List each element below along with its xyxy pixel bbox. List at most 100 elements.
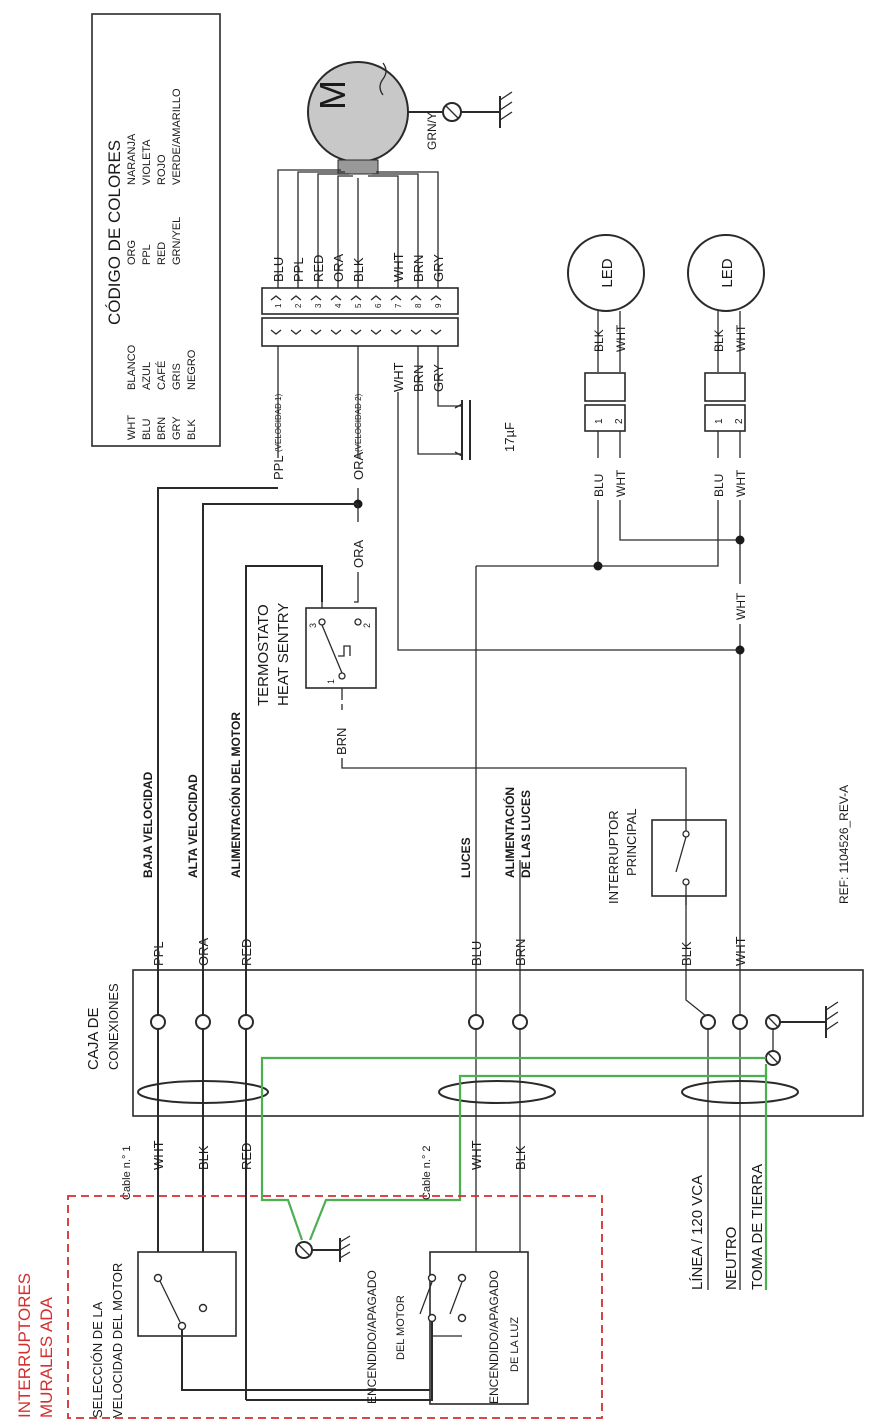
thermostat: 3 2 1 TERMOSTATO HEAT SENTRY	[255, 602, 377, 706]
cable-1-red: RED	[239, 1143, 254, 1170]
brn-to-switch: BRN	[334, 728, 349, 755]
led-pin: 1	[594, 418, 605, 424]
cable-1-wht: WHT	[151, 1140, 166, 1170]
legend-meaning: BLANCO	[126, 344, 138, 390]
main-switch: INTERRUPTOR PRINCIPAL	[606, 800, 727, 905]
cable-2-wht: WHT	[469, 1140, 484, 1170]
led-blk: BLK	[592, 329, 606, 352]
led-blu: BLU	[592, 474, 606, 497]
motor-symbol: M	[312, 80, 353, 110]
motor-onoff-line2: DEL MOTOR	[395, 1295, 407, 1360]
pin-number: 6	[374, 303, 383, 308]
cable-labels: Cable n.° 1 WHT BLK RED Cable n.° 2 WHT …	[121, 1140, 528, 1200]
led-pin: 2	[614, 418, 625, 424]
led-label: LED	[599, 258, 616, 287]
terminal-strip: BLU PPL RED ORA BLK WHT BRN GRY 1 2 3 4 …	[261, 252, 459, 480]
pin-number: 8	[414, 303, 423, 308]
legend-frame	[91, 13, 221, 447]
cable-2-sheath	[438, 1080, 556, 1104]
lead-label: RED	[311, 255, 326, 282]
legend-meaning: AZUL	[141, 362, 153, 390]
thermostat-line2: HEAT SENTRY	[275, 603, 292, 706]
pin-number: 2	[294, 303, 303, 308]
label-high-speed: ALTA VELOCIDAD	[186, 774, 200, 878]
legend-meaning: GRIS	[171, 363, 183, 390]
reference-number: REF: 1104526_REV-A	[837, 785, 851, 904]
label-lights-power-2: DE LAS LUCES	[519, 790, 533, 878]
led-label: LED	[719, 258, 736, 287]
capacitor-value: 17µF	[502, 422, 517, 452]
legend-meaning: VERDE/AMARILLO	[171, 88, 183, 185]
conductor-runs: ORA BRN	[157, 346, 740, 905]
supply-line: LÍNEA / 120 VCA	[689, 1175, 706, 1290]
legend-code: RED	[156, 242, 168, 265]
speed-selector-line1: SELECCIÓN DE LA	[90, 1301, 105, 1418]
light-onoff-line2: DE LA LUZ	[509, 1317, 521, 1372]
led-wht2: WHT	[614, 469, 628, 497]
legend-code: BRN	[156, 417, 168, 440]
legend-code: WHT	[126, 415, 138, 440]
ground-wires	[260, 1056, 768, 1290]
ada-title-1: INTERRUPTORES	[15, 1273, 34, 1418]
label-motor-power: ALIMENTACIÓN DEL MOTOR	[228, 712, 243, 878]
led-blu: BLU	[712, 474, 726, 497]
onoff-switch-box	[429, 1251, 529, 1405]
thermo-pin: 2	[362, 623, 372, 628]
lead-label: BLK	[351, 257, 366, 282]
lead-label: BRN	[411, 255, 426, 282]
cable-2-blk: BLK	[513, 1145, 528, 1170]
motor-tilde	[379, 62, 387, 96]
legend-code: ORG	[126, 240, 138, 265]
speed-selector-box	[137, 1251, 237, 1337]
junction-box-line2: CONEXIONES	[106, 983, 121, 1070]
led-pin: 1	[714, 418, 725, 424]
led-wht2: WHT	[734, 469, 748, 497]
lead-label: GRY	[431, 254, 446, 282]
thermostat-line1: TERMOSTATO	[255, 604, 272, 706]
pin-number: 4	[334, 303, 343, 308]
legend-code: GRY	[171, 416, 183, 440]
lower-wht: WHT	[391, 362, 406, 392]
motor-leads	[277, 169, 439, 288]
wht-junction-label: WHT	[734, 592, 748, 620]
lead-label: ORA	[331, 254, 346, 283]
lead-label: PPL	[291, 257, 306, 282]
ada-title-2: MURALES ADA	[37, 1296, 56, 1418]
pin-number: 9	[434, 303, 443, 308]
legend-code: GRN/YEL	[171, 217, 183, 265]
main-switch-line1: INTERRUPTOR	[606, 810, 621, 904]
junction-box-frame	[132, 969, 864, 1117]
lead-label: WHT	[391, 252, 406, 282]
junction-box-line1: CAJA DE	[85, 1007, 102, 1070]
label-low-speed: BAJA VELOCIDAD	[141, 771, 155, 878]
led-2: LED BLK WHT 1 2 BLU WHT WHT	[476, 234, 765, 880]
motor: M GRN/Y	[307, 61, 513, 175]
motor-body	[307, 61, 409, 163]
legend-code: BLK	[186, 419, 198, 440]
thermo-pin: 1	[326, 679, 336, 684]
legend-meaning: ROJO	[156, 154, 168, 185]
main-switch-line2: PRINCIPAL	[624, 808, 639, 876]
terminal-upper	[261, 287, 459, 315]
terminal-lower	[261, 317, 459, 347]
motor-ground-label: GRN/Y	[425, 112, 439, 150]
thermo-pin: 3	[308, 623, 318, 628]
legend-meaning: VIOLETA	[141, 139, 153, 185]
capacitor: 17µF	[417, 346, 517, 460]
supply-ground: TOMA DE TIERRA	[749, 1164, 766, 1290]
ora-to-thermostat: ORA	[351, 540, 366, 569]
led-1: LED BLK WHT 1 2 BLU WHT	[567, 234, 740, 566]
cable-1-blk: BLK	[196, 1145, 211, 1170]
legend-meaning: NARANJA	[126, 133, 138, 185]
led-wht: WHT	[614, 324, 628, 352]
light-onoff-line1: ENCENDIDO/APAGADO	[487, 1270, 501, 1404]
label-lights: LUCES	[459, 837, 473, 878]
pin-number: 7	[394, 303, 403, 308]
motor-lead-bundle	[337, 159, 379, 175]
ada-wall-switches: INTERRUPTORES MURALES ADA SELECCIÓN DE L…	[15, 1195, 603, 1419]
supply-neutral: NEUTRO	[723, 1227, 740, 1290]
lower-ppl: PPL	[271, 455, 286, 480]
conductor-labels: PPL ORA RED BLU BRN BLK WHT	[151, 936, 748, 966]
supply-labels: LÍNEA / 120 VCA NEUTRO TOMA DE TIERRA	[689, 1164, 766, 1290]
